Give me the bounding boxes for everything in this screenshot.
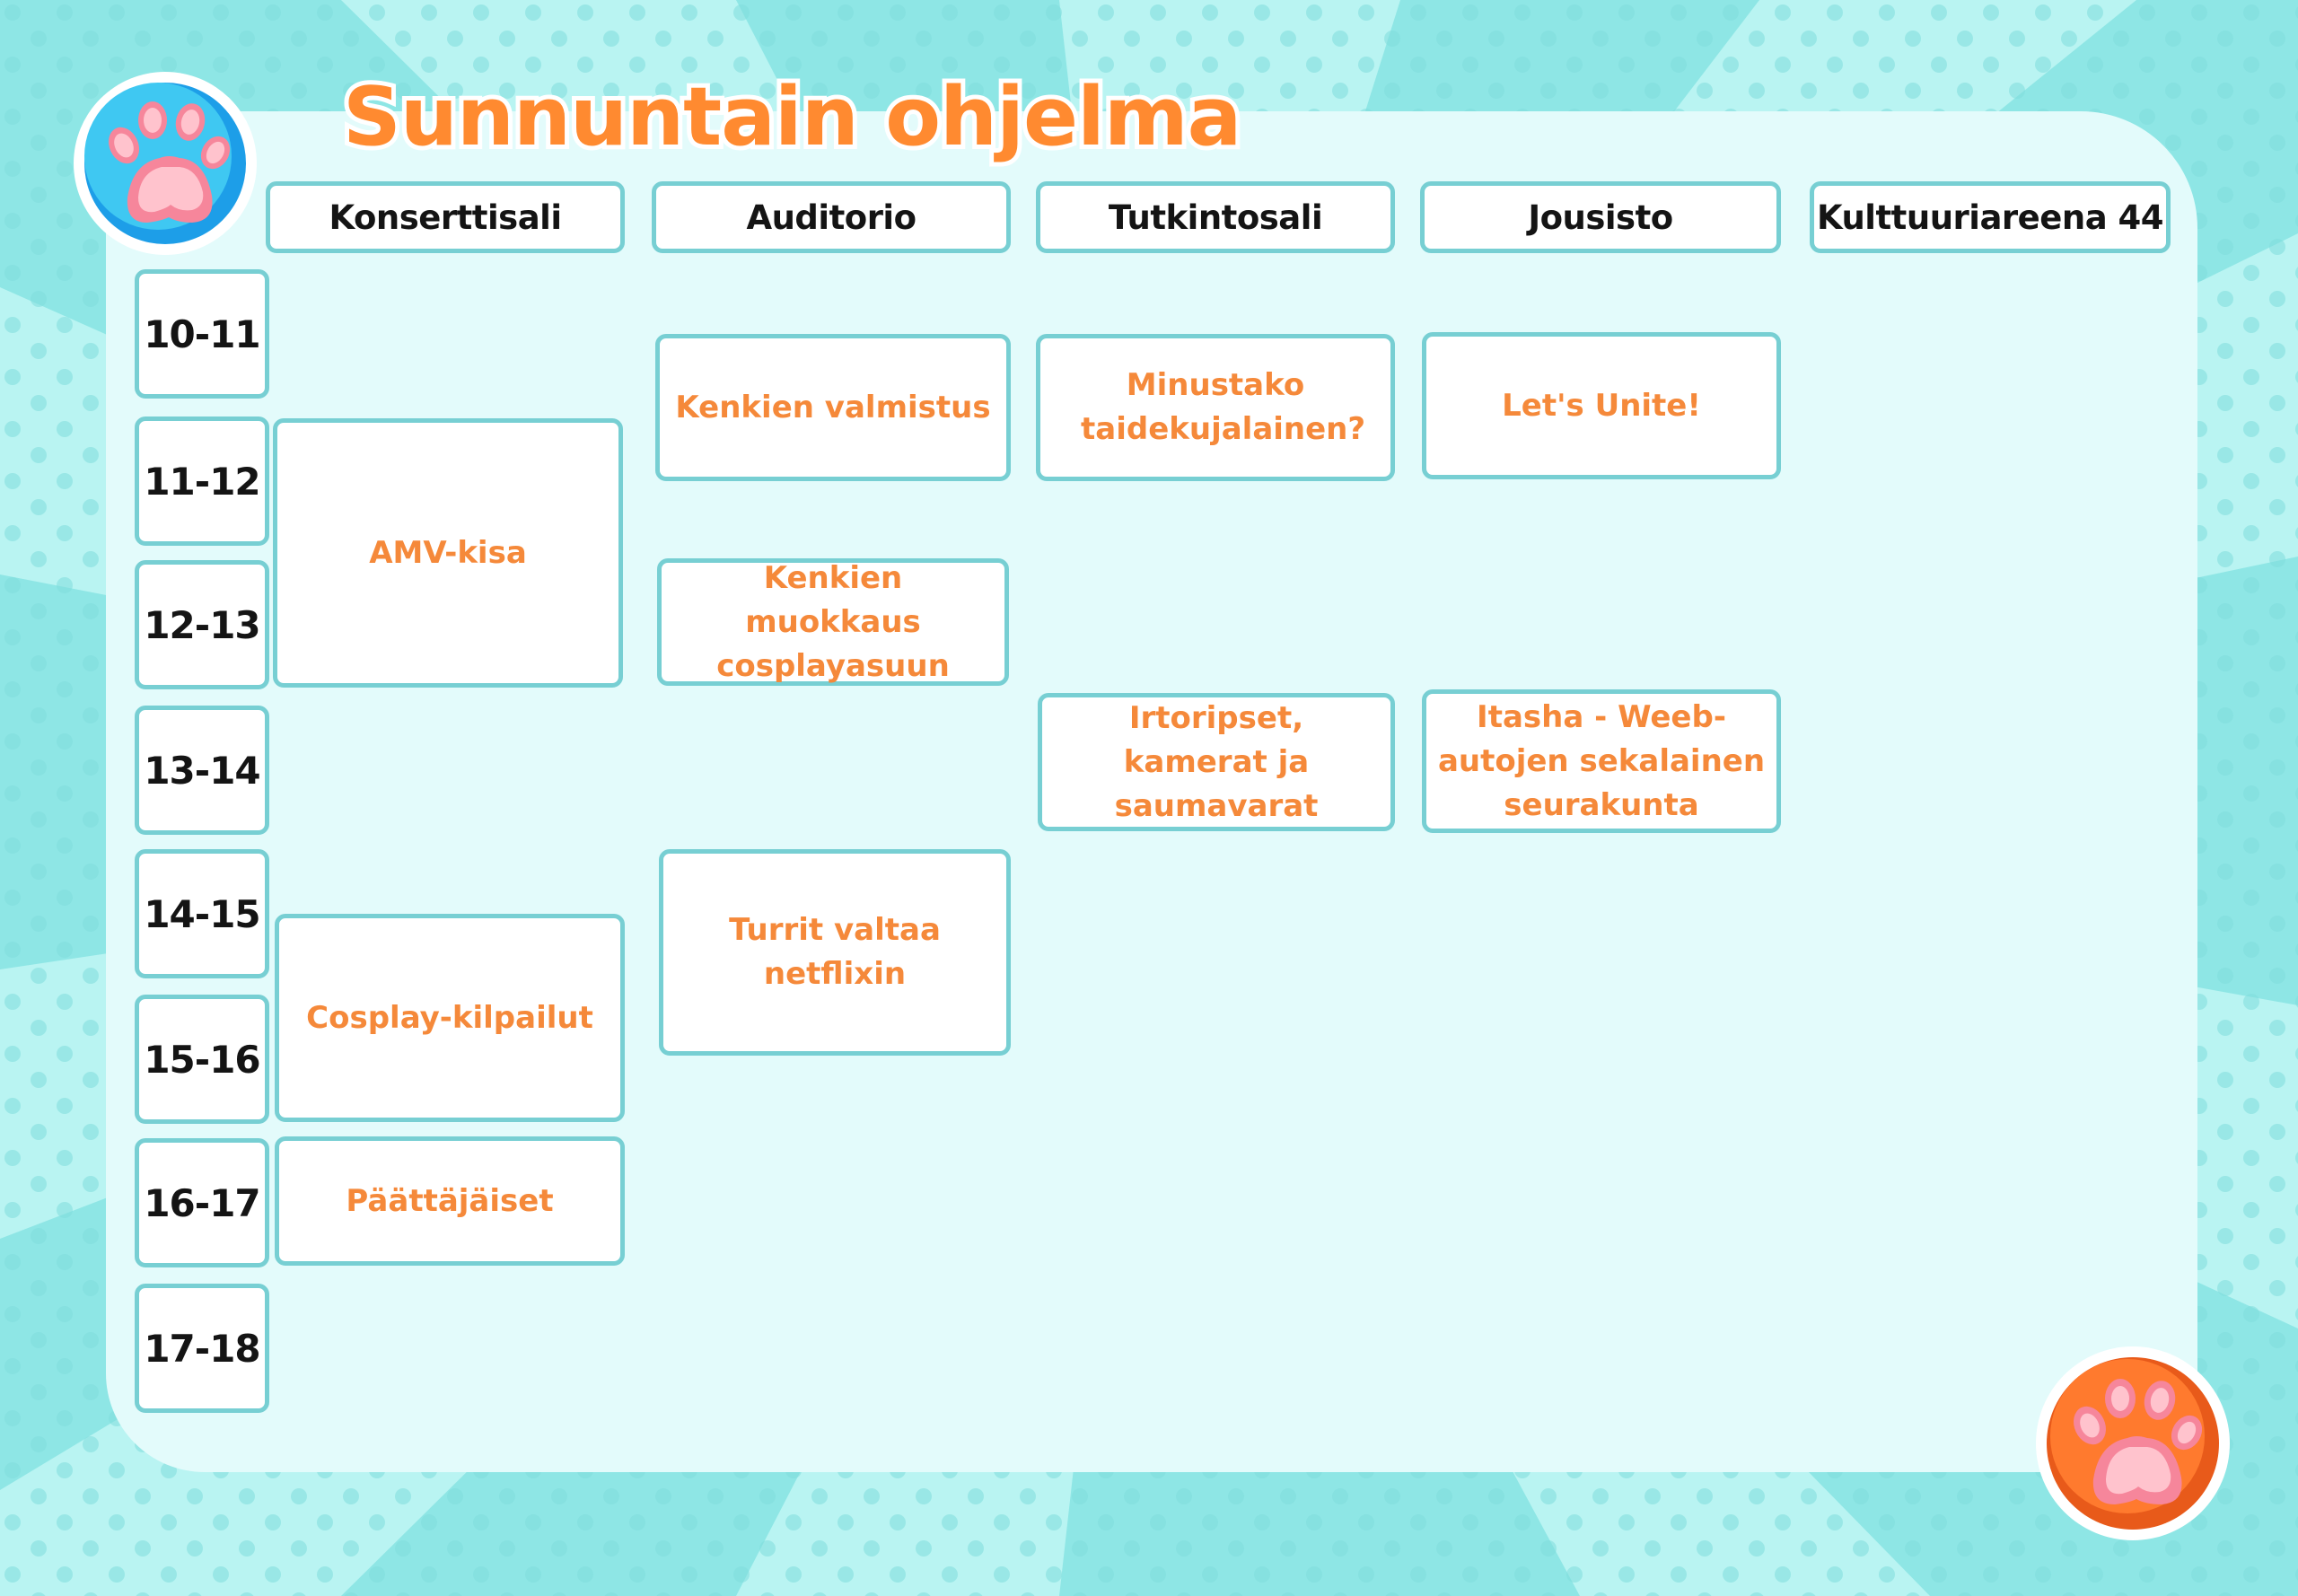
time-slot-11-12: 11-12 — [135, 417, 269, 546]
event-lets-unite[interactable]: Let's Unite! — [1422, 332, 1781, 479]
venue-header-auditorio: Auditorio — [652, 181, 1011, 253]
time-slot-16-17: 16-17 — [135, 1138, 269, 1267]
time-slot-14-15: 14-15 — [135, 849, 269, 978]
event-cosplay-kilpailut[interactable]: Cosplay-kilpailut — [275, 914, 625, 1122]
time-slot-15-16: 15-16 — [135, 995, 269, 1124]
venue-header-jousisto: Jousisto — [1420, 181, 1781, 253]
event-amv-kisa[interactable]: AMV-kisa — [273, 418, 623, 688]
event-kenkien-valmistus[interactable]: Kenkien valmistus — [655, 334, 1011, 481]
venue-header-kulttuuriareena-44: Kulttuuriareena 44 — [1810, 181, 2171, 253]
time-slot-13-14: 13-14 — [135, 706, 269, 835]
event-turrit-valtaa-netflixin[interactable]: Turrit valtaa netflixin — [659, 849, 1011, 1056]
page-title: Sunnuntain ohjelma — [338, 66, 1246, 169]
event-minustako-taidekujalainen[interactable]: Minustako taidekujalainen? — [1036, 334, 1395, 481]
orange-paw-icon — [2036, 1346, 2230, 1540]
blue-paw-icon — [74, 72, 257, 255]
time-slot-12-13: 12-13 — [135, 560, 269, 689]
event-itasha[interactable]: Itasha - Weeb-autojen sekalainen seuraku… — [1422, 689, 1781, 833]
time-slot-17-18: 17-18 — [135, 1284, 269, 1413]
time-slot-10-11: 10-11 — [135, 269, 269, 399]
venue-header-tutkintosali: Tutkintosali — [1036, 181, 1395, 253]
event-paattajaiset[interactable]: Päättäjäiset — [275, 1136, 625, 1266]
event-kenkien-muokkaus[interactable]: Kenkien muokkaus cosplayasuun — [657, 558, 1009, 686]
event-irtoripset-kamerat[interactable]: Irtoripset, kamerat ja saumavarat — [1038, 693, 1395, 831]
venue-header-konserttisali: Konserttisali — [266, 181, 625, 253]
